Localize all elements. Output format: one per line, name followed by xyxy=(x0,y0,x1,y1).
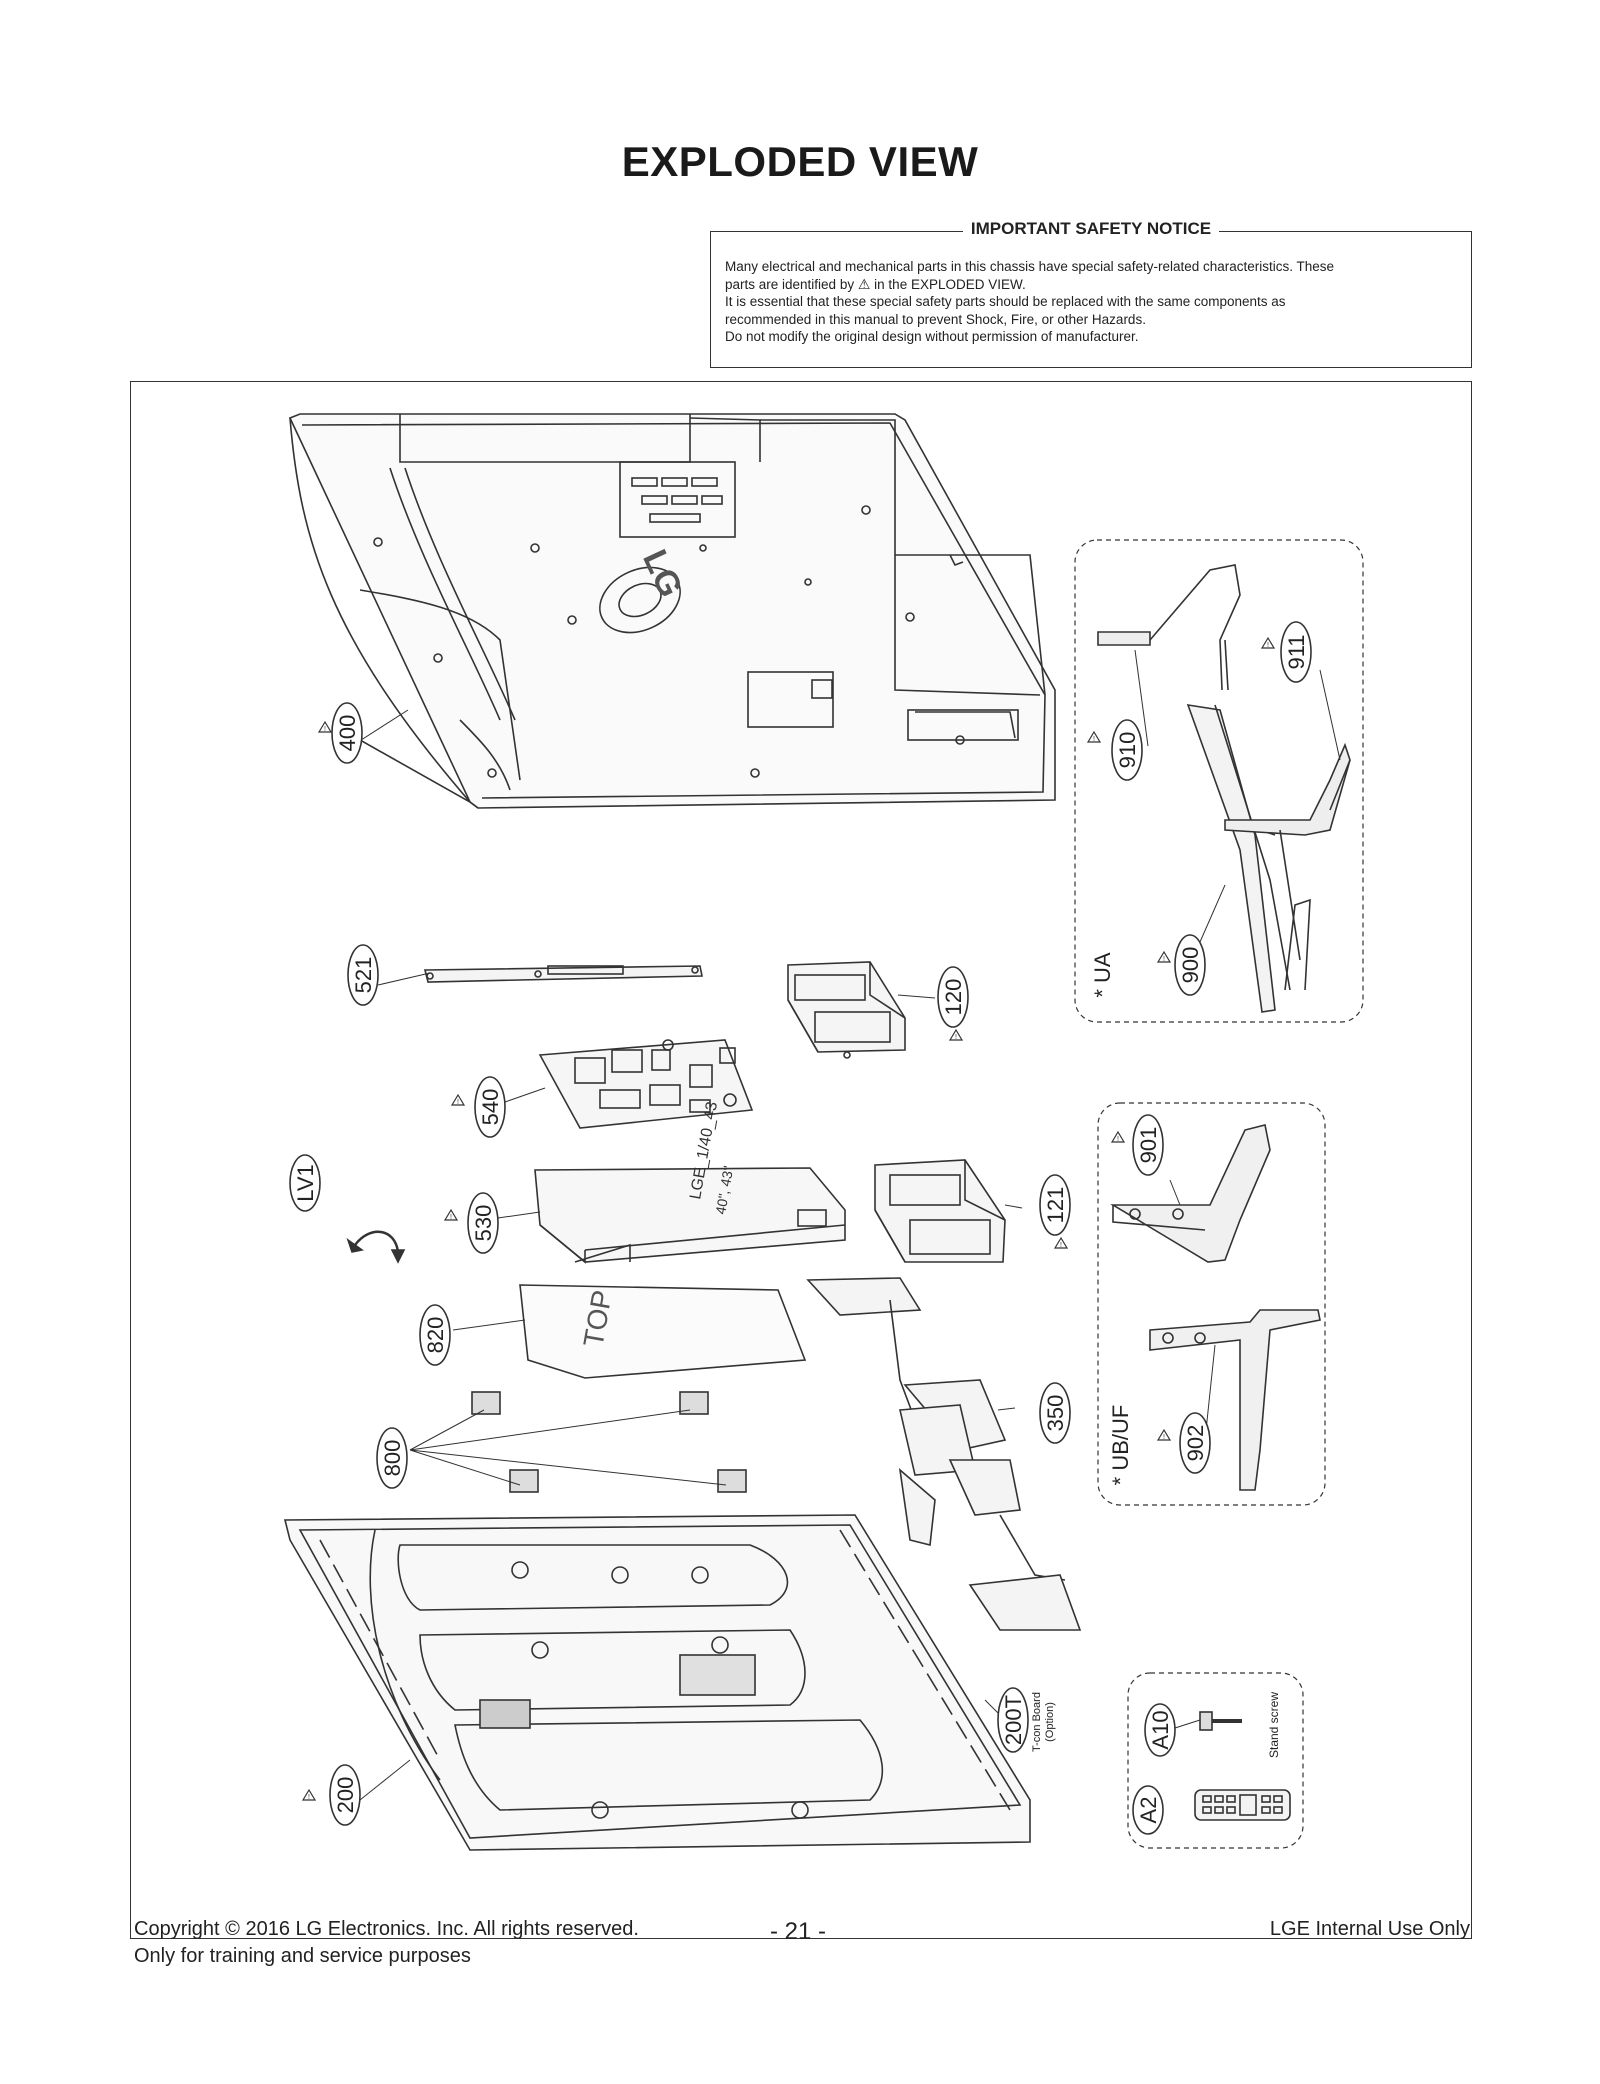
safety-notice-heading: IMPORTANT SAFETY NOTICE xyxy=(962,219,1220,238)
callouts xyxy=(289,621,1312,1835)
stand-screw-label: Stand screw xyxy=(1267,1692,1281,1758)
part-350-bracket-assembly xyxy=(806,1277,1082,1631)
label-910: 910 xyxy=(1115,732,1140,769)
safety-notice-box: IMPORTANT SAFETY NOTICE Many electrical … xyxy=(710,219,1472,368)
svg-text:!: ! xyxy=(1093,736,1095,743)
svg-text:!: ! xyxy=(1163,956,1165,963)
back-cover: LG xyxy=(288,413,1056,809)
label-a2: A2 xyxy=(1136,1797,1161,1824)
footer-left: Copyright © 2016 LG Electronics. Inc. Al… xyxy=(134,1916,639,1970)
label-902: 902 xyxy=(1183,1425,1208,1462)
part-530-module: LGE_1/40_43 40", 43" xyxy=(534,1100,846,1264)
part-lv1-cable xyxy=(346,1230,406,1264)
diagram-frame xyxy=(130,381,1472,1939)
stand-screw-drawing xyxy=(1199,1711,1242,1731)
tcon-option-label: (Option) xyxy=(1044,1702,1056,1742)
ua-group-box xyxy=(1074,539,1364,1023)
internal-use-text: LGE Internal Use Only xyxy=(1269,1918,1470,1940)
notice-line: parts are identified by ⚠ in the EXPLODE… xyxy=(725,275,1026,292)
tcon-board-label: T-con Board xyxy=(1031,1692,1043,1752)
label-120: 120 xyxy=(941,979,966,1016)
accessory-group-box xyxy=(1127,1672,1304,1849)
page-number: - 21 - xyxy=(770,1918,827,1945)
part-120-power-supply xyxy=(787,961,906,1059)
label-lv1: LV1 xyxy=(293,1164,318,1202)
label-911: 911 xyxy=(1284,634,1309,669)
page-title: EXPLODED VIEW xyxy=(621,138,979,185)
notice-line: recommended in this manual to prevent Sh… xyxy=(725,311,1146,327)
callout-labels: 400 521 540 120 121 LV1 530 820 800 350 … xyxy=(293,634,1309,1823)
svg-text:!: ! xyxy=(955,1034,957,1041)
group-ua-label: * UA xyxy=(1090,952,1115,998)
safety-notice-text: Many electrical and mechanical parts in … xyxy=(725,258,1457,346)
part-521-bracket xyxy=(423,965,703,983)
warning-triangle-icons xyxy=(301,636,1276,1801)
label-200t: 200T xyxy=(1001,1695,1026,1745)
label-820: 820 xyxy=(423,1317,448,1354)
notice-line: It is essential that these special safet… xyxy=(725,294,1286,309)
svg-text:!: ! xyxy=(457,1099,459,1106)
part-121-power-supply xyxy=(874,1159,1006,1263)
part-540-main-board xyxy=(538,1039,754,1129)
part-200-display-panel xyxy=(283,1514,1031,1851)
ubuf-stands xyxy=(1110,1124,1321,1491)
remote-control-drawing xyxy=(1194,1789,1291,1821)
label-400: 400 xyxy=(335,715,360,752)
group-ubuf-label: * UB/UF xyxy=(1108,1405,1133,1486)
training-text: Only for training and service purposes xyxy=(134,1945,471,1967)
label-521: 521 xyxy=(351,957,376,994)
label-800: 800 xyxy=(380,1440,405,1477)
ubuf-group-box xyxy=(1097,1102,1326,1506)
label-121: 121 xyxy=(1043,1187,1068,1224)
svg-text:!: ! xyxy=(1163,1434,1165,1441)
part-820-sheet: TOP xyxy=(519,1284,807,1379)
svg-text:!: ! xyxy=(1267,642,1269,649)
label-350: 350 xyxy=(1043,1395,1068,1432)
label-900: 900 xyxy=(1178,947,1203,984)
label-901: 901 xyxy=(1136,1127,1161,1164)
label-a10: A10 xyxy=(1148,1710,1173,1749)
label-540: 540 xyxy=(478,1089,503,1126)
svg-text:!: ! xyxy=(324,726,326,733)
warning-triangle-icon: ⚠ xyxy=(857,275,871,292)
label-530: 530 xyxy=(471,1205,496,1242)
svg-text:!: ! xyxy=(308,1794,310,1801)
svg-text:!: ! xyxy=(450,1214,452,1221)
notice-line: Do not modify the original design withou… xyxy=(725,329,1139,344)
part-800-clips xyxy=(409,1391,747,1493)
copyright-text: Copyright © 2016 LG Electronics. Inc. Al… xyxy=(134,1918,639,1940)
label-200: 200 xyxy=(333,1777,358,1814)
notice-line: Many electrical and mechanical parts in … xyxy=(725,259,1335,274)
svg-text:!: ! xyxy=(1117,1136,1119,1143)
svg-text:!: ! xyxy=(1060,1242,1062,1249)
ua-stand xyxy=(1097,564,1351,1013)
